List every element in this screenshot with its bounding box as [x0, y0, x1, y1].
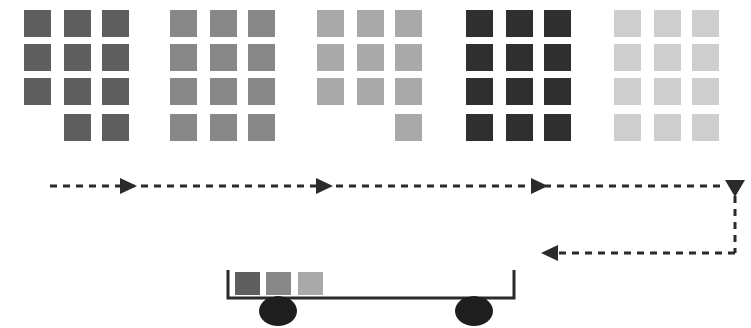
stack-box — [395, 114, 422, 141]
stack-box — [654, 114, 681, 141]
stack-box — [692, 44, 719, 71]
route-arrowhead-left — [541, 245, 558, 261]
stack-box — [170, 44, 197, 71]
stack-box — [64, 44, 91, 71]
stack-box — [654, 44, 681, 71]
stack-box — [317, 78, 344, 105]
stack-4 — [466, 10, 571, 141]
stack-box — [614, 10, 641, 37]
stack-box — [102, 114, 129, 141]
cart-wheel-right — [455, 296, 493, 326]
stack-2 — [170, 10, 275, 141]
stack-box — [102, 44, 129, 71]
stack-3 — [317, 10, 422, 141]
stack-box — [170, 78, 197, 105]
stack-box — [170, 10, 197, 37]
stack-box — [357, 44, 384, 71]
stack-box — [544, 44, 571, 71]
stack-box — [248, 114, 275, 141]
stack-box — [654, 78, 681, 105]
picking-route-path — [50, 178, 745, 261]
stack-box — [614, 44, 641, 71]
stack-box — [357, 78, 384, 105]
route-arrowhead-2 — [316, 178, 333, 194]
stack-box — [692, 114, 719, 141]
stack-box — [210, 10, 237, 37]
stack-box — [317, 44, 344, 71]
stack-box — [692, 78, 719, 105]
stack-box — [544, 78, 571, 105]
stack-box — [466, 78, 493, 105]
stack-box — [357, 10, 384, 37]
stack-box — [395, 78, 422, 105]
stack-box — [64, 10, 91, 37]
cart-load-box — [266, 272, 291, 295]
stack-box — [210, 44, 237, 71]
stack-box — [544, 114, 571, 141]
stack-box — [210, 78, 237, 105]
stack-box — [24, 78, 51, 105]
cart-load-box — [298, 272, 323, 295]
stack-box — [248, 44, 275, 71]
picking-cart — [226, 270, 516, 326]
stack-box — [102, 78, 129, 105]
route-arrowhead-down — [725, 180, 745, 197]
stack-box — [506, 10, 533, 37]
stack-box — [692, 10, 719, 37]
storage-stacks — [24, 10, 719, 141]
stack-box — [102, 10, 129, 37]
stack-box — [170, 114, 197, 141]
stack-box — [544, 10, 571, 37]
stack-box — [506, 78, 533, 105]
stack-box — [506, 114, 533, 141]
stack-box — [395, 44, 422, 71]
stack-box — [64, 114, 91, 141]
stack-box — [654, 10, 681, 37]
stack-box — [614, 78, 641, 105]
stack-box — [466, 44, 493, 71]
stack-box — [466, 10, 493, 37]
stack-box — [317, 10, 344, 37]
stack-box — [248, 78, 275, 105]
stack-box — [466, 114, 493, 141]
stack-box — [210, 114, 237, 141]
stack-box — [248, 10, 275, 37]
cart-load-box — [235, 272, 260, 295]
stack-1 — [24, 10, 129, 141]
cart-wheel-left — [259, 296, 297, 326]
stack-box — [395, 10, 422, 37]
stack-box — [614, 114, 641, 141]
stack-box — [24, 10, 51, 37]
route-arrowhead-3 — [531, 178, 548, 194]
cart-frame — [226, 270, 516, 300]
stack-5 — [614, 10, 719, 141]
cart-load — [235, 272, 323, 295]
stack-box — [64, 78, 91, 105]
route-arrowhead-1 — [120, 178, 137, 194]
stack-box — [506, 44, 533, 71]
stack-box — [24, 44, 51, 71]
